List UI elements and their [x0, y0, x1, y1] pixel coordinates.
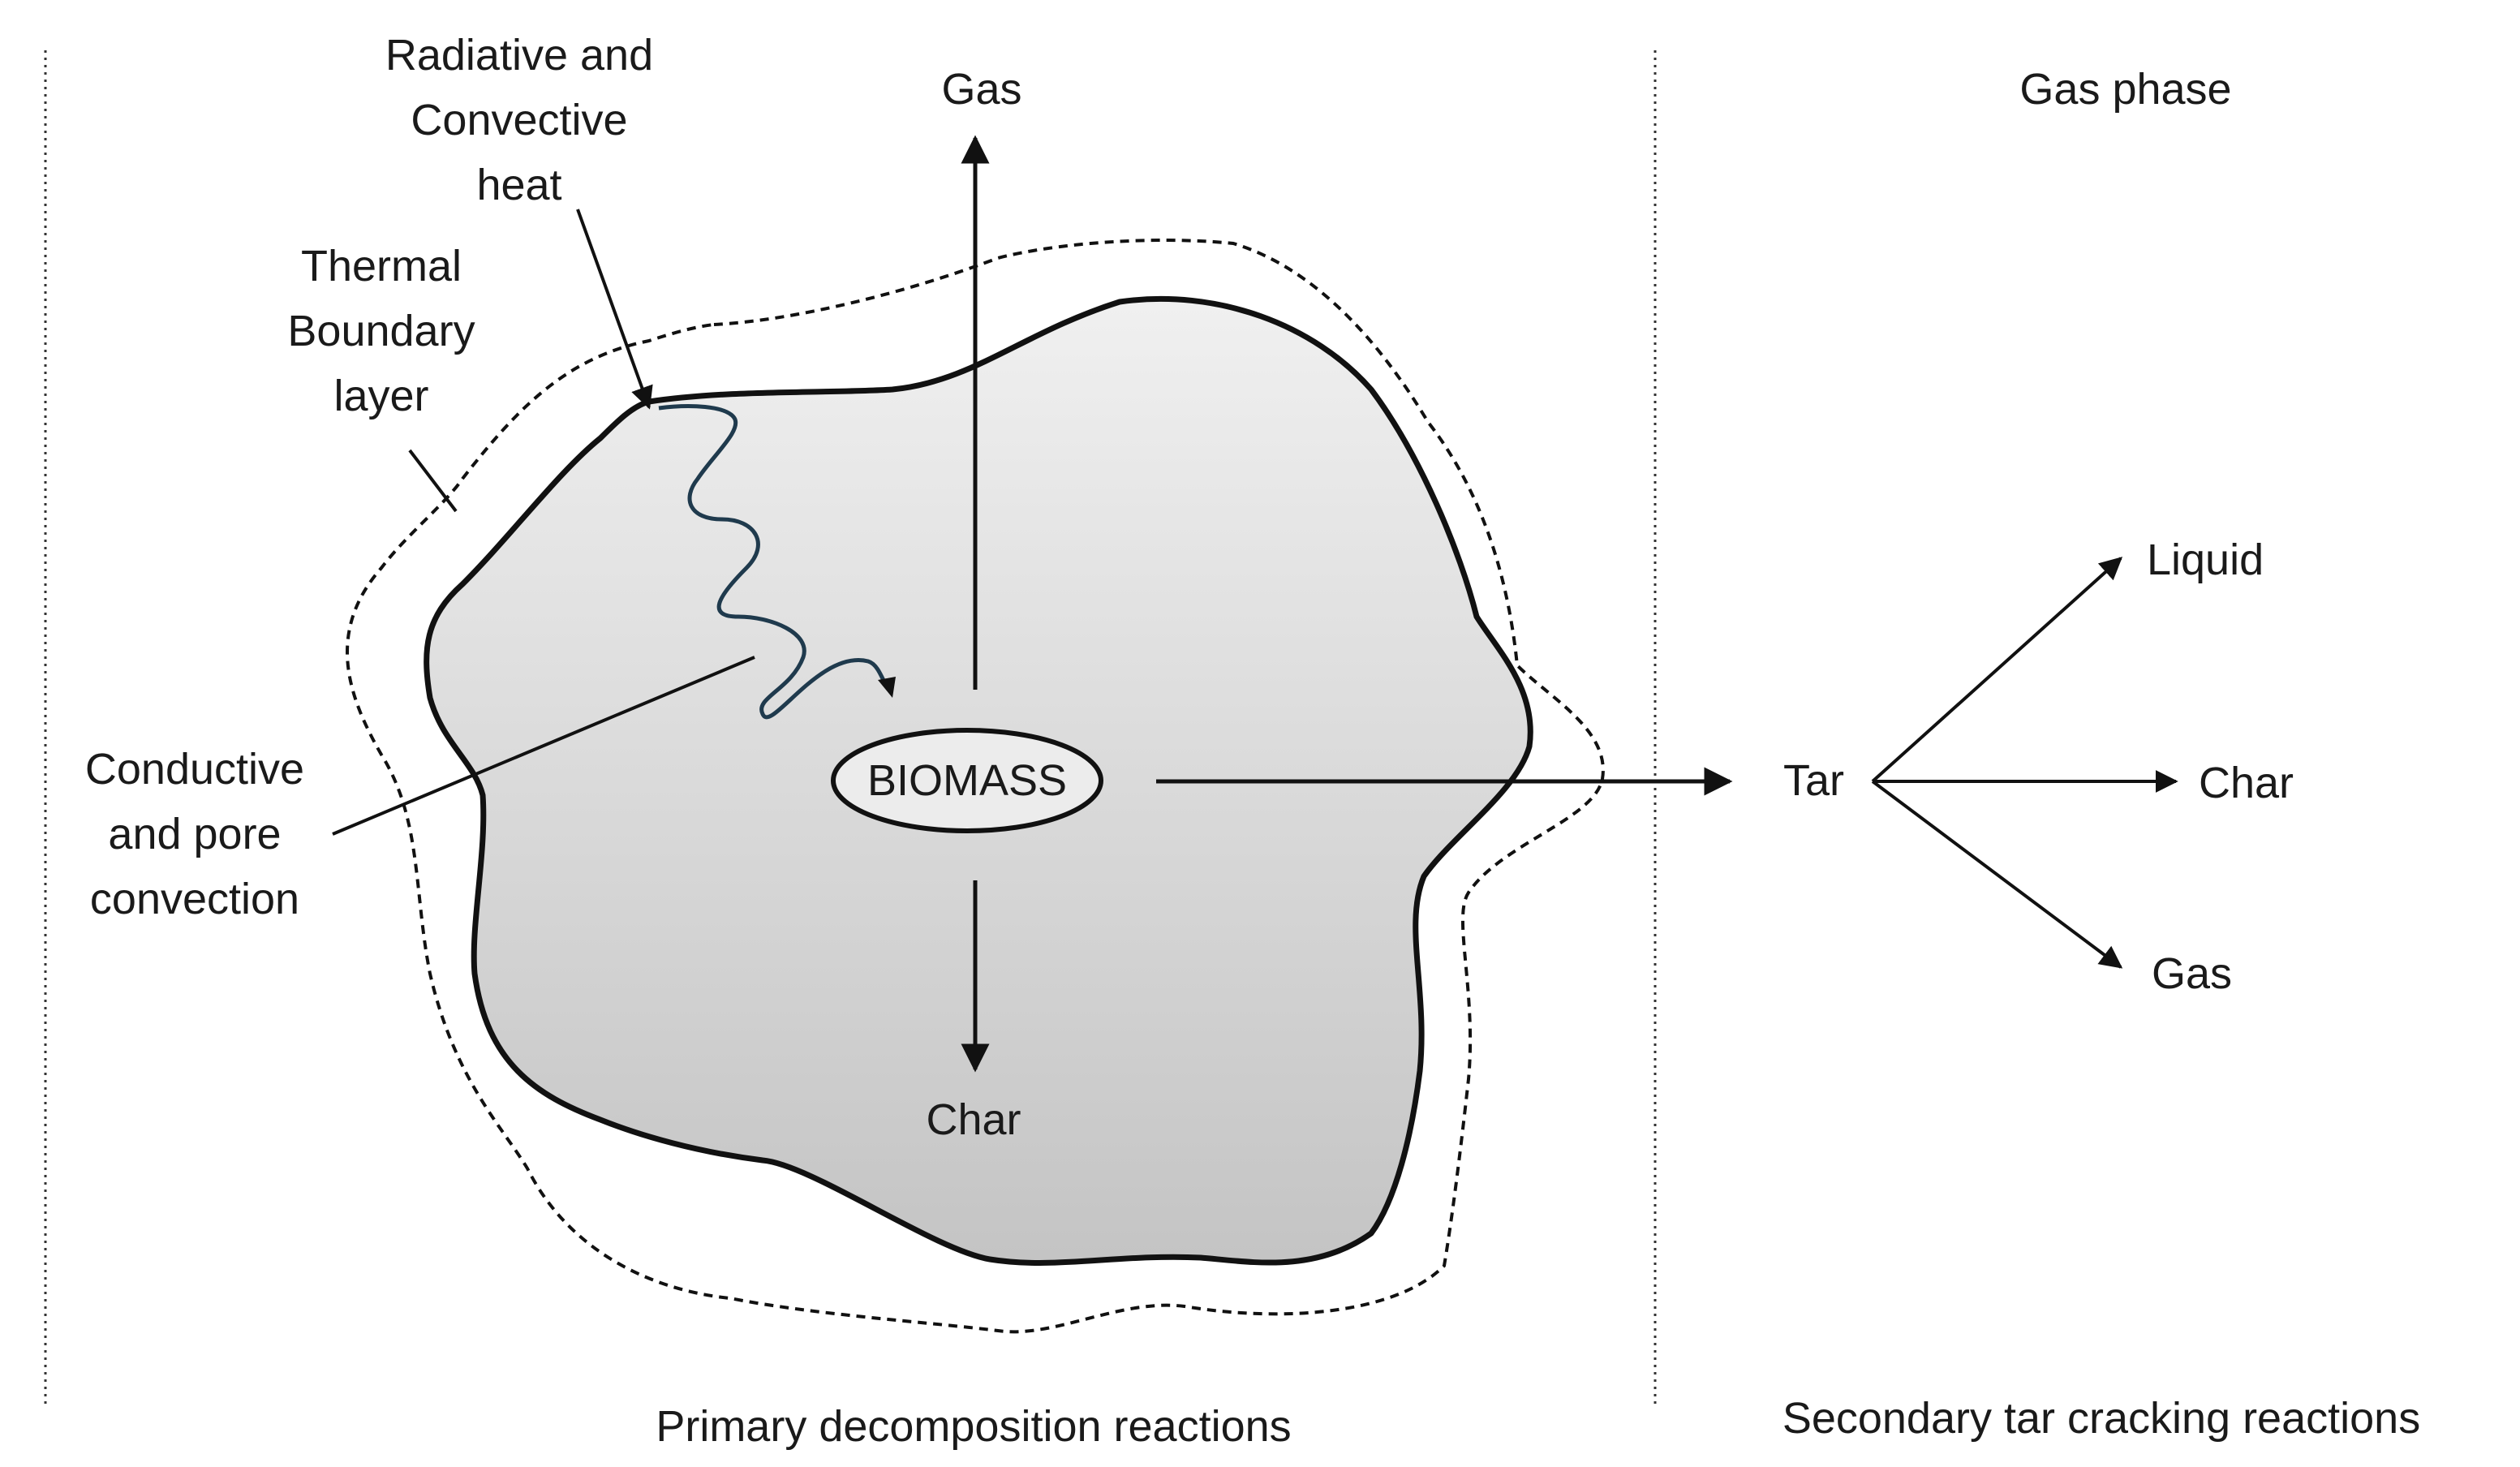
secondary-reactions-label: Secondary tar cracking reactions	[1782, 1394, 2421, 1443]
radiative-leader	[576, 209, 653, 410]
primary-reactions-label: Primary decomposition reactions	[656, 1402, 1292, 1451]
conduction-path	[658, 404, 888, 720]
thermal-boundary-outline	[346, 239, 1605, 1334]
conduction-arrowhead	[878, 677, 896, 698]
biomass-ellipse	[831, 728, 1103, 833]
gas-right-label: Gas	[2152, 949, 2233, 998]
conductive-label: Conductive and pore convection	[84, 745, 305, 923]
char-bottom-label: Char	[926, 1095, 1021, 1144]
tar-label: Tar	[1783, 756, 1845, 805]
biomass-label: BIOMASS	[867, 756, 1068, 805]
gas-top-label: Gas	[941, 65, 1022, 114]
boundary-leader	[408, 449, 458, 513]
thermal-boundary-label: Thermal Boundary layer	[287, 242, 475, 420]
radiative-heat-label: Radiative and Convective heat	[385, 31, 654, 209]
char-right-label: Char	[2199, 759, 2294, 807]
gas-phase-label: Gas phase	[2019, 65, 2232, 114]
liquid-arrow	[1871, 557, 2123, 783]
conductive-leader	[332, 656, 755, 836]
liquid-label: Liquid	[2147, 536, 2264, 584]
gas-right-arrow	[1871, 780, 2123, 969]
